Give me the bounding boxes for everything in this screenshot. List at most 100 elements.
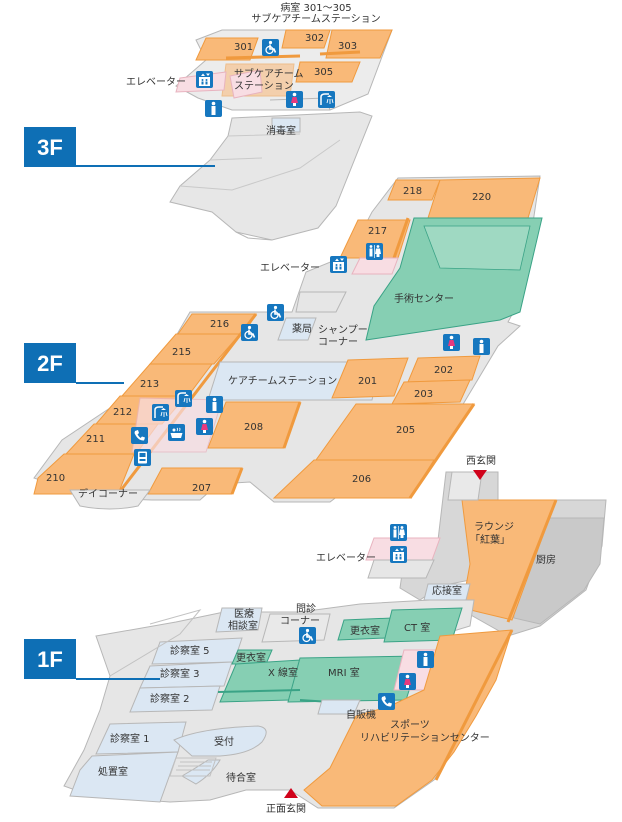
f1-sports-line1: スポーツ [390, 719, 430, 731]
female-icon [399, 673, 416, 690]
consultation-room [215, 607, 263, 633]
room-216-label: 216 [210, 319, 229, 330]
f1-consult-line2: 相談室 [228, 619, 258, 632]
f1-lounge-line1: ラウンジ [474, 521, 514, 533]
f3-station-line2: ステーション [234, 81, 294, 92]
room-218 [387, 179, 441, 201]
room-205-label: 205 [396, 425, 415, 436]
male-icon [205, 100, 222, 117]
phone-icon [131, 427, 148, 444]
room-208-label: 208 [244, 422, 263, 433]
wheelchair-icon [299, 627, 316, 644]
elevator-icon [196, 71, 213, 88]
room-213-label: 213 [140, 379, 159, 390]
f1-lounge-line2: 「紅葉」 [470, 533, 510, 546]
room-305-label: 305 [314, 67, 333, 78]
room-218-label: 218 [403, 186, 422, 197]
f1-changing1-label: 更衣室 [350, 624, 380, 637]
f1-mri-label: MRI 室 [328, 666, 360, 679]
disinfection-room [271, 117, 301, 133]
shower-icon [318, 91, 335, 108]
room-303 [325, 29, 393, 59]
f1-changing2-label: 更衣室 [236, 651, 266, 664]
shower-icon [152, 404, 169, 421]
bath-icon [168, 424, 185, 441]
pharmacy [277, 317, 317, 341]
floor-3f: 病室 301～305 サブケアチームステーション 301 302 303 305… [24, 1, 393, 241]
restroom-icon [366, 243, 383, 260]
male-icon [417, 651, 434, 668]
day-corner [69, 489, 151, 510]
reception-desk [173, 725, 267, 757]
room-302 [281, 29, 331, 49]
room-206-label: 206 [352, 474, 371, 485]
male-icon [473, 338, 490, 355]
f1-inquiry-line2: コーナー [280, 615, 320, 627]
female-icon [286, 91, 303, 108]
f3-header-line2: サブケアチームステーション [251, 12, 380, 25]
treatment-room [69, 751, 179, 803]
room-203-label: 203 [414, 389, 433, 400]
f1-reception-label: 受付 [214, 735, 234, 748]
floor-tag-1f [24, 639, 76, 679]
wheelchair-icon [267, 304, 284, 321]
f3-elevator-label: エレベーター [126, 76, 186, 88]
room-203 [391, 379, 471, 405]
exam-room-3 [139, 661, 233, 689]
f1-exam2-label: 診察室 2 [150, 692, 190, 705]
f1-reception-room-label: 応接室 [432, 584, 462, 597]
f2-surgery-label: 手術センター [394, 292, 454, 305]
f2-shampoo-line1: シャンプー [318, 324, 368, 336]
floor-1f: 西玄関 ラウンジ 「紅葉」 厨房 エレベーター 応接室 医療 相談室 問診 コー… [24, 454, 607, 815]
room-215-label: 215 [172, 347, 191, 358]
room-207-label: 207 [192, 483, 211, 494]
room-201-label: 201 [358, 376, 377, 387]
f2-elevator-label: エレベーター [260, 262, 320, 274]
room-201 [331, 357, 409, 399]
room-301-label: 301 [234, 42, 253, 53]
male-icon [206, 396, 223, 413]
floor-tag-2f [24, 343, 76, 383]
f1-west-entrance-label: 西玄関 [466, 454, 496, 467]
f1-exam5-label: 診察室 5 [170, 644, 210, 657]
f2-care-station-label: ケアチームステーション [228, 375, 337, 387]
room-202-label: 202 [434, 365, 453, 376]
floor-tag-2f-label: 2F [37, 351, 63, 376]
f1-inquiry-line1: 問診 [296, 602, 316, 615]
room-211-label: 211 [86, 434, 105, 445]
f1-exam3-label: 診察室 3 [160, 667, 200, 680]
room-210-label: 210 [46, 473, 65, 484]
main-entrance-arrow [284, 788, 298, 798]
f3-station-line1: サブケアチーム [234, 67, 304, 80]
f1-vending-label: 自販機 [346, 708, 376, 721]
f1-kitchen-label: 厨房 [536, 553, 556, 566]
room-217-label: 217 [368, 226, 387, 237]
f3-disinfection-label: 消毒室 [266, 124, 296, 137]
room-305 [295, 61, 361, 83]
floor-tag-3f-label: 3F [37, 135, 63, 160]
phone-icon [378, 693, 395, 710]
f2-pharmacy-label: 薬局 [292, 323, 312, 335]
f1-waiting-label: 待合室 [226, 771, 256, 784]
floor-2f: 218 220 217 エレベーター 手術センター 薬局 シャンプー コーナー … [24, 175, 543, 510]
female-icon [196, 418, 213, 435]
female-icon [443, 334, 460, 351]
f1-main-entrance-label: 正面玄関 [266, 802, 306, 815]
vending-icon [134, 449, 151, 466]
f1-sports-line2: リハビリテーションセンター [360, 732, 490, 744]
f1-elevator-label: エレベーター [316, 552, 376, 564]
lounge [461, 499, 557, 621]
wheelchair-icon [262, 39, 279, 56]
floor-tag-1f-label: 1F [37, 647, 63, 672]
f1-exam1-label: 診察室 1 [110, 732, 150, 745]
elevator-icon [330, 256, 347, 273]
elevator-icon [390, 546, 407, 563]
room-301 [195, 37, 259, 61]
room-220-label: 220 [472, 192, 491, 203]
shower-icon [175, 390, 192, 407]
f1-consult-line1: 医療 [234, 607, 254, 620]
restroom-icon [390, 524, 407, 541]
f2-day-corner-label: デイコーナー [78, 487, 138, 500]
f1-ct-label: CT 室 [404, 621, 430, 634]
